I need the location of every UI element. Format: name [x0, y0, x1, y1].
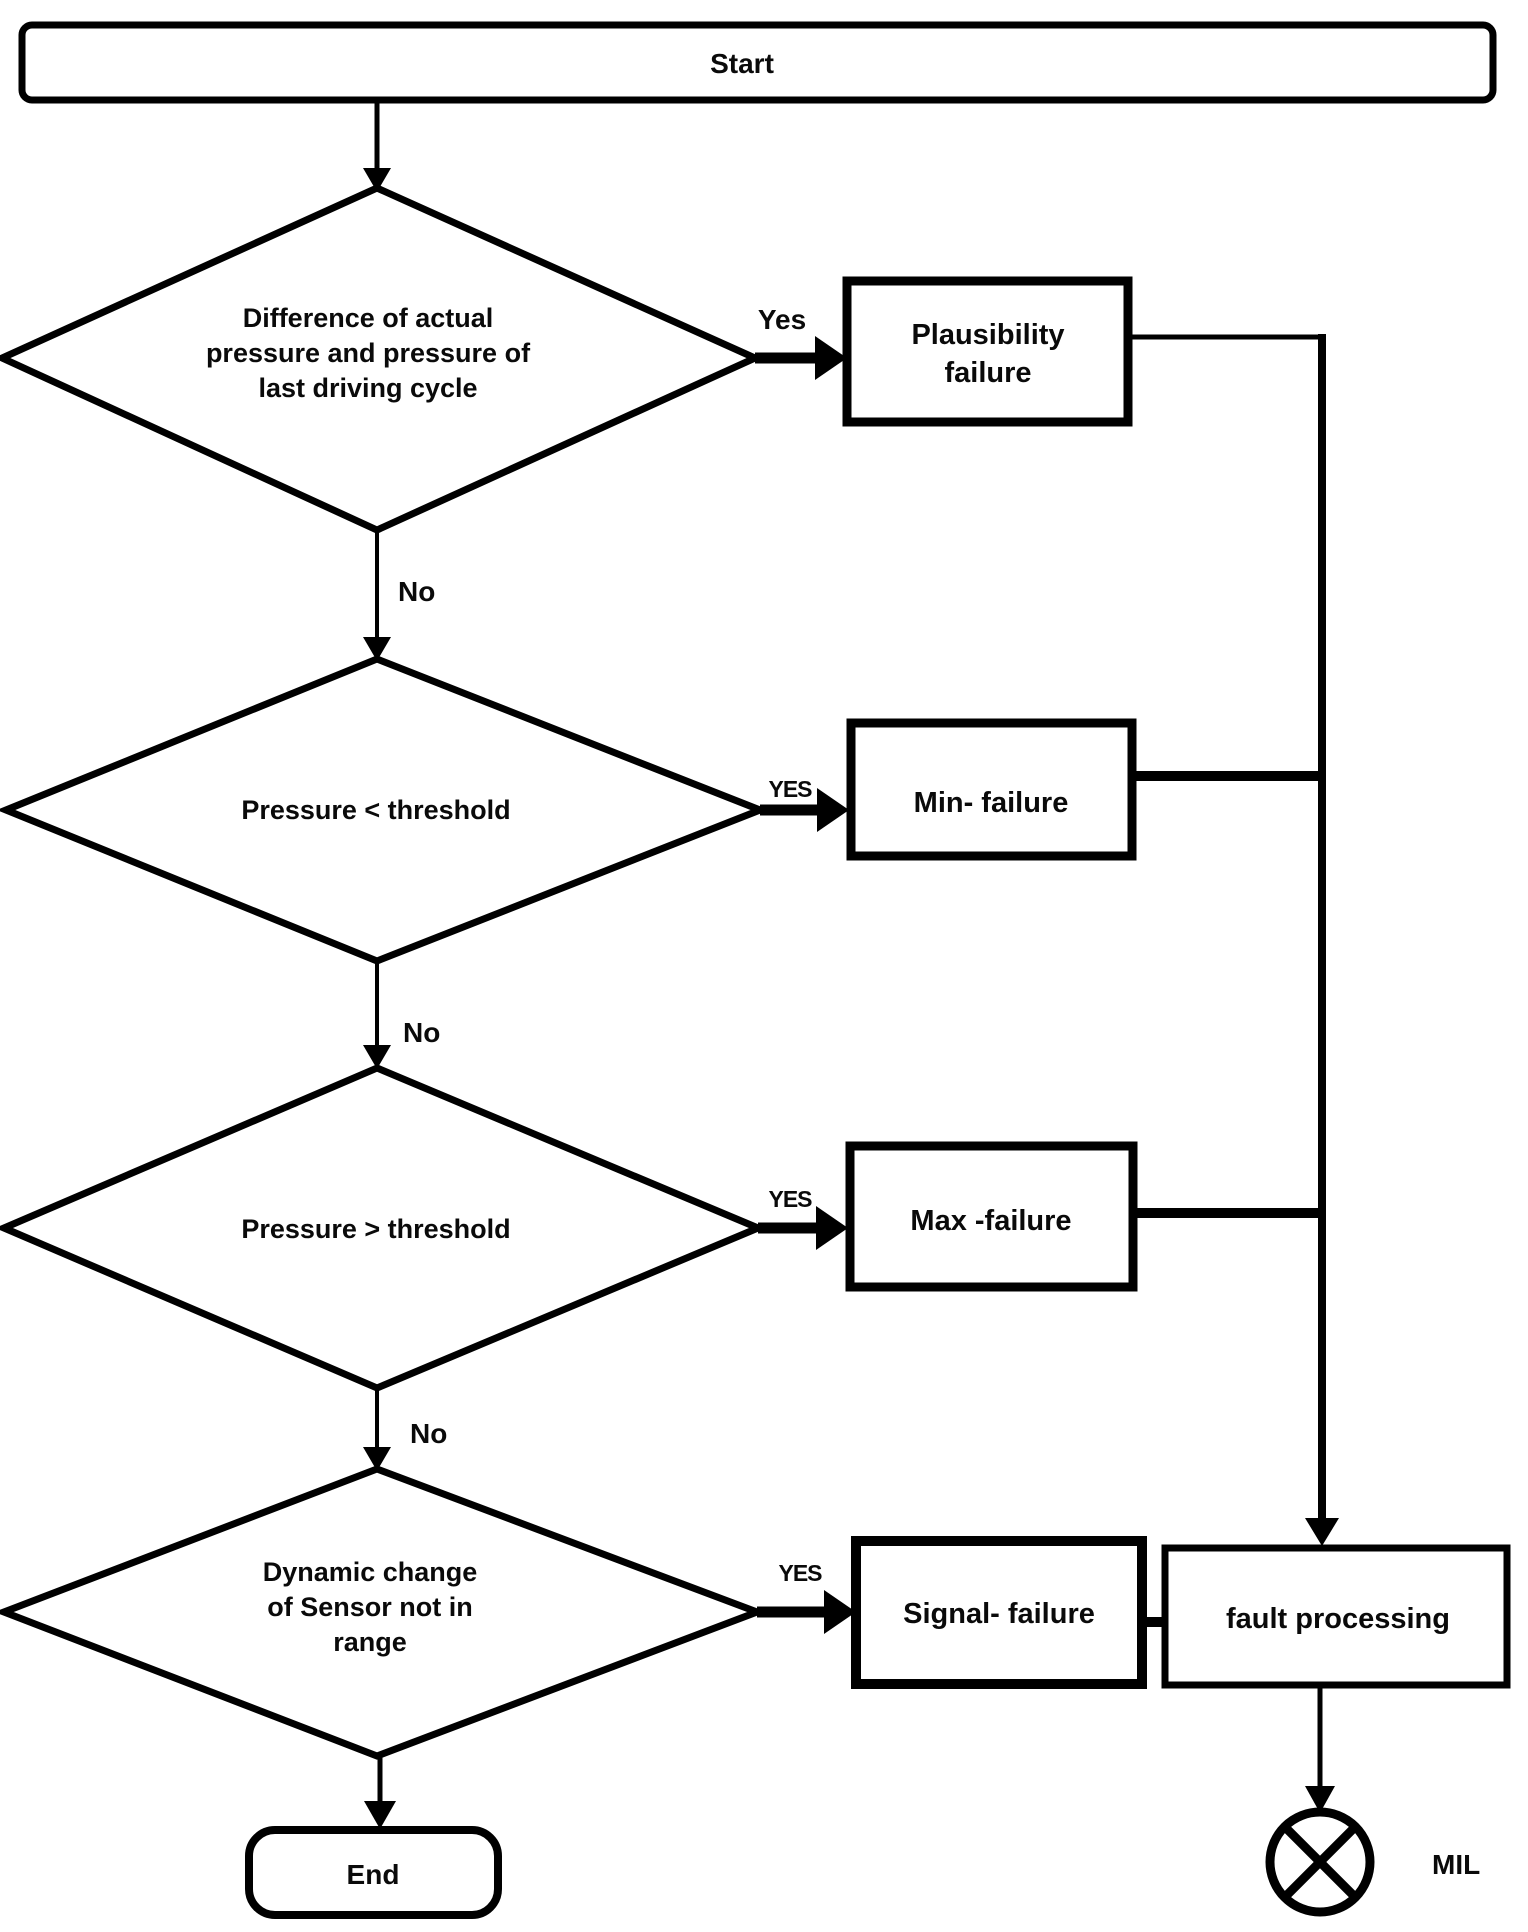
plausibility-failure-node: Plausibility failure — [842, 276, 1133, 427]
min-failure-shape — [846, 718, 1137, 861]
decision1-text-line1: Difference of actual — [243, 303, 494, 333]
decision4-dynamic-node: Dynamic change of Sensor not in range — [0, 1465, 767, 1760]
start-node: Start — [18, 21, 1497, 104]
fault-processing-node: fault processing — [1161, 1544, 1511, 1689]
edge-fault-to-mil — [1305, 1685, 1335, 1813]
plausibility-failure-shape — [842, 276, 1133, 427]
signal-failure-label: Signal- failure — [903, 1598, 1095, 1630]
fault-processing-label: fault processing — [1226, 1603, 1450, 1635]
start-terminator-shape — [18, 21, 1497, 104]
decision1-text-line3: last driving cycle — [258, 373, 477, 403]
edge-start-to-decision1 — [363, 100, 391, 192]
yes1-label: Yes — [758, 304, 806, 335]
mil-label: MIL — [1432, 1849, 1480, 1880]
trunk-connector — [1128, 334, 1339, 1546]
edge-decision2-yes: YES — [760, 776, 849, 832]
decision4-text-line1: Dynamic change — [263, 1557, 478, 1587]
end-label: End — [347, 1859, 400, 1890]
signal-failure-node: Signal- failure — [851, 1536, 1168, 1689]
down-arrowhead-icon — [363, 1447, 391, 1471]
yes2-label: YES — [768, 776, 812, 802]
edge-decision4-no — [364, 1756, 396, 1829]
yes4-label: YES — [778, 1560, 822, 1586]
fault-processing-shape — [1161, 1544, 1511, 1689]
plausibility-failure-line1: Plausibility — [911, 319, 1064, 351]
decision4-text-line3: range — [333, 1627, 407, 1657]
edge-decision2-no: No — [363, 961, 440, 1069]
decision3-max-node: Pressure > threshold — [0, 1064, 768, 1392]
right-arrowhead-icon — [817, 788, 849, 832]
decision4-diamond-shape — [0, 1465, 767, 1760]
down-arrowhead-icon — [1305, 1786, 1335, 1813]
max-failure-node: Max -failure — [845, 1141, 1326, 1292]
no1-label: No — [398, 576, 435, 607]
edge-decision4-yes: YES — [757, 1560, 856, 1634]
down-arrowhead-icon — [363, 168, 391, 192]
right-arrowhead-icon — [816, 1206, 848, 1250]
decision4-text-line2: of Sensor not in — [267, 1592, 473, 1622]
yes3-label: YES — [768, 1186, 812, 1212]
decision1-text-line2: pressure and pressure of — [206, 338, 531, 368]
end-terminator-shape — [245, 1826, 502, 1919]
down-arrowhead-icon — [363, 1045, 391, 1069]
down-arrowhead-icon — [363, 637, 391, 661]
mil-cross-stroke — [1281, 1823, 1359, 1901]
right-arrowhead-icon — [824, 1590, 856, 1634]
min-failure-label: Min- failure — [914, 787, 1069, 819]
signal-failure-shape — [851, 1536, 1147, 1689]
plausibility-failure-line2: failure — [944, 357, 1031, 389]
no3-label: No — [410, 1418, 447, 1449]
down-arrowhead-icon — [364, 1801, 396, 1829]
trunk-arrowhead-icon — [1305, 1518, 1339, 1546]
decision1-plausibility-node: Difference of actual pressure and pressu… — [0, 184, 764, 534]
min-failure-node: Min- failure — [846, 718, 1326, 861]
edge-decision1-no: No — [363, 530, 435, 661]
start-label: Start — [710, 48, 774, 79]
edge-decision3-yes: YES — [758, 1186, 848, 1250]
mil-node: MIL — [1265, 1807, 1480, 1917]
right-arrowhead-icon — [815, 336, 847, 380]
edge-decision1-yes: Yes — [755, 304, 847, 380]
decision3-text: Pressure > threshold — [241, 1214, 510, 1244]
no2-label: No — [403, 1017, 440, 1048]
max-failure-label: Max -failure — [910, 1205, 1071, 1237]
end-node: End — [245, 1826, 502, 1919]
decision2-text: Pressure < threshold — [241, 795, 510, 825]
edge-decision3-no: No — [363, 1388, 447, 1471]
decision2-min-node: Pressure < threshold — [0, 655, 770, 965]
